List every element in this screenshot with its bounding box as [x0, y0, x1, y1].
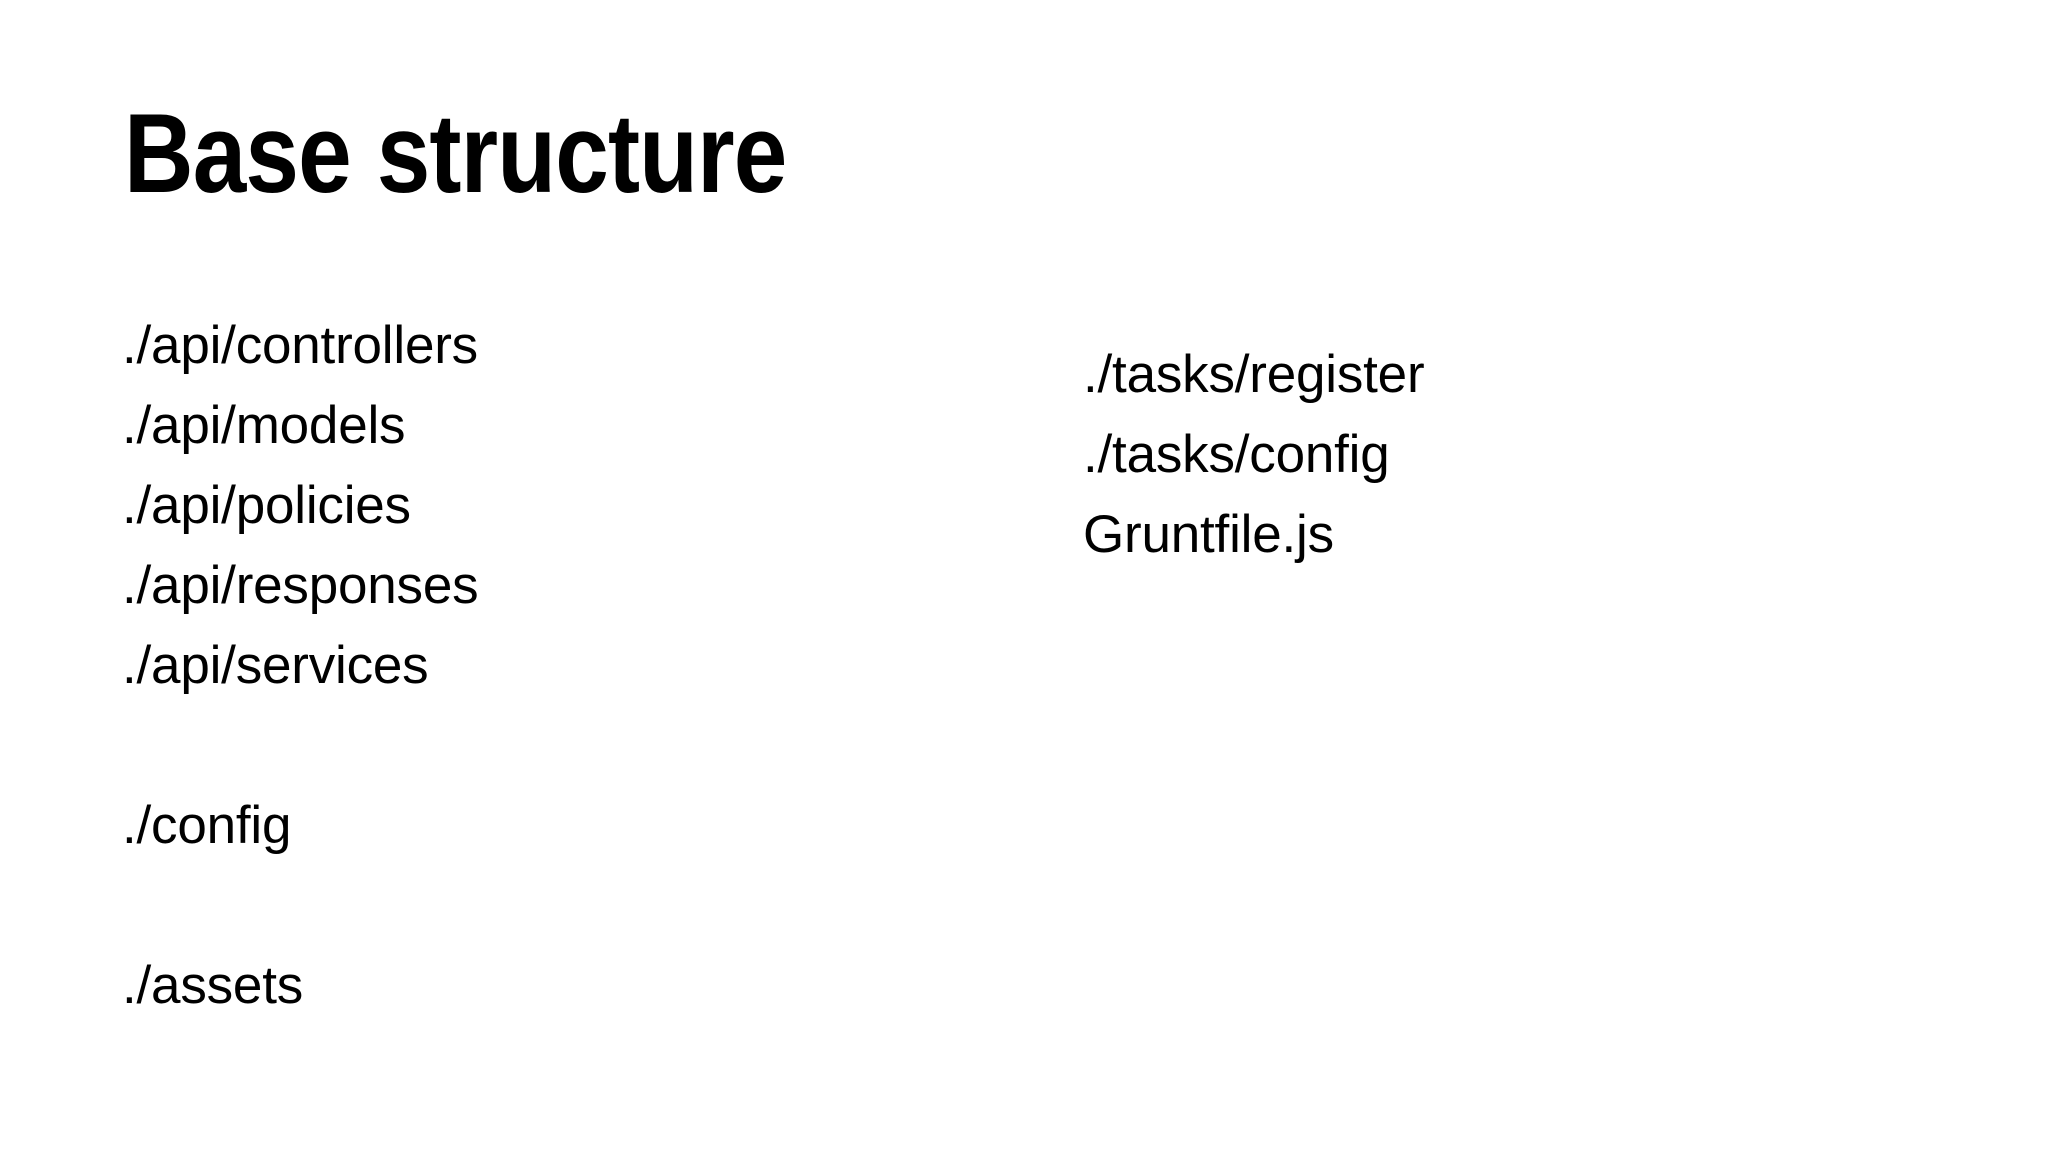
right-path-list: ./tasks/register ./tasks/config Gruntfil… [1083, 335, 1425, 575]
list-spacer [122, 866, 478, 946]
page-title: Base structure [124, 91, 787, 216]
list-item: ./tasks/config [1083, 425, 1390, 484]
list-item: ./assets [122, 956, 304, 1015]
left-path-list: ./api/controllers ./api/models ./api/pol… [122, 306, 479, 1026]
list-item: Gruntfile.js [1083, 505, 1334, 564]
list-item: ./api/responses [122, 556, 479, 615]
list-item: ./api/controllers [122, 316, 478, 375]
list-item: ./config [122, 796, 292, 855]
list-item: ./tasks/register [1083, 345, 1425, 404]
list-item: ./api/services [122, 636, 429, 695]
list-spacer [122, 706, 478, 786]
list-item: ./api/models [122, 396, 406, 455]
list-item: ./api/policies [122, 476, 411, 535]
